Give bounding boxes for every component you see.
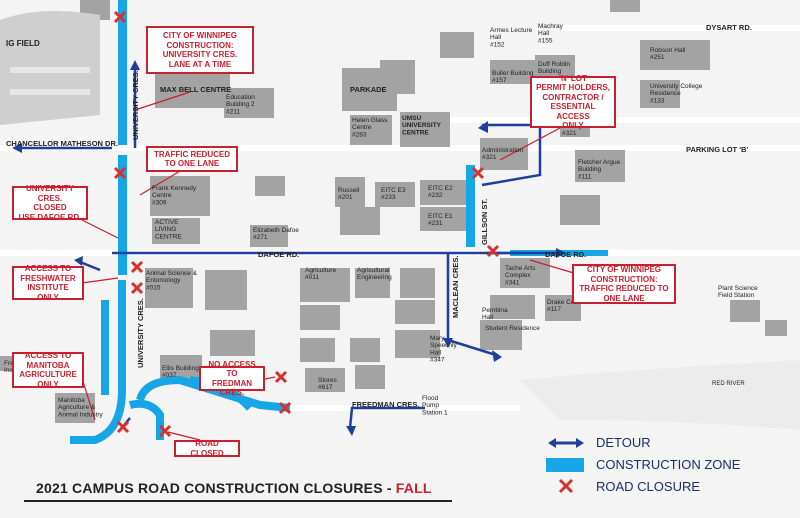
label-parking-lot-b: PARKING LOT 'B' xyxy=(686,145,748,154)
construction-curves xyxy=(70,280,291,444)
legend-construction: CONSTRUCTION ZONE xyxy=(546,457,740,472)
page-title: 2021 CAMPUS ROAD CONSTRUCTION CLOSURES -… xyxy=(36,480,432,496)
road-label-dafoe-east: DAFOE RD. xyxy=(545,250,586,259)
road-label-dysart: DYSART RD. xyxy=(706,23,752,32)
label-stores: Stores#617 xyxy=(318,377,338,391)
label-eitc-e3: EITC E3#233 xyxy=(381,187,406,201)
label-ellis: Ellis Building#037 xyxy=(162,365,199,379)
label-eitc-e1: EITC E1#231 xyxy=(428,213,453,227)
ig-field-area xyxy=(0,11,100,125)
detour-arrowheads xyxy=(12,60,566,436)
detour-routes xyxy=(20,70,560,431)
road-label-gillson: GILLSON ST. xyxy=(480,199,489,245)
callout-no-fredman-access: NO ACCESS TO FREDMAN CRES. xyxy=(199,360,265,397)
label-max-bell: MAX BELL CENTRE xyxy=(160,85,231,94)
label-parkade: PARKADE xyxy=(350,85,387,94)
label-russell: Russell#201 xyxy=(338,187,360,201)
callout-manitoba-ag-access: ACCESS TO MANITOBA AGRICULTURE ONLY xyxy=(12,351,84,389)
label-drake: Drake Centre#117 xyxy=(547,299,586,313)
callout-n-lot: 'N' LOT PERMIT HOLDERS, CONTRACTOR / ESS… xyxy=(530,74,616,130)
callout-dafoe-city-construction: CITY OF WINNIPEG CONSTRUCTION: TRAFFIC R… xyxy=(572,264,676,304)
legend-closure-label: ROAD CLOSURE xyxy=(596,478,701,494)
callout-university-lane: CITY OF WINNIPEG CONSTRUCTION: UNIVERSIT… xyxy=(146,26,254,74)
detour-arrow-icon xyxy=(548,437,584,448)
road-label-university-south: UNIVERSITY CRES. xyxy=(136,298,145,368)
closure-x xyxy=(471,166,485,180)
label-student-residence: Student Residence xyxy=(485,325,540,332)
closure-x xyxy=(278,401,292,415)
label-robson: Robson Hall#251 xyxy=(650,47,686,61)
label-eitc-e2: EITC E2#232 xyxy=(428,185,453,199)
title-underline xyxy=(24,500,452,502)
legend-construction-label: CONSTRUCTION ZONE xyxy=(596,457,741,472)
legend-detour: DETOUR xyxy=(546,435,651,450)
place-labels: IG FIELD MAX BELL CENTRE PARKADE PARKING… xyxy=(4,23,758,418)
closure-x xyxy=(113,166,127,180)
closure-x xyxy=(274,370,288,384)
closure-x xyxy=(130,281,144,295)
road-closures xyxy=(113,10,500,438)
road-label-chancellor: CHANCELLOR MATHESON DR. xyxy=(6,139,118,148)
closure-x xyxy=(130,260,144,274)
closure-x-icon xyxy=(558,478,574,494)
closure-x xyxy=(113,10,127,24)
label-buller: Buller Building#157 xyxy=(492,70,534,84)
callout-university-closed: UNIVERSITY CRES. CLOSED USE DAFOE RD. xyxy=(12,184,88,222)
road-label-maclean: MACLEAN CRES. xyxy=(451,255,460,318)
callout-traffic-one-lane: TRAFFIC REDUCED TO ONE LANE xyxy=(146,146,238,172)
road-label-dafoe-west: DAFOE RD. xyxy=(258,250,299,259)
closure-x xyxy=(116,420,130,434)
legend-closure: ROAD CLOSURE xyxy=(546,478,700,494)
construction-zone-swatch xyxy=(546,457,584,472)
label-dafoe-library: Elizabeth Dafoe#271 xyxy=(253,227,299,241)
closure-x xyxy=(158,424,172,438)
road-label-university-north: UNIVERSITY CRES. xyxy=(131,70,140,140)
callout-freshwater-access: ACCESS TO FRESHWATER INSTITUTE ONLY xyxy=(12,264,84,302)
river-label: RED RIVER xyxy=(712,381,745,387)
label-animal-science: Animal Science &Entomology#015 xyxy=(146,270,198,291)
label-administration: Administration#321 xyxy=(482,147,524,161)
callout-road-closed: ROAD CLOSED xyxy=(174,439,240,458)
legend-detour-label: DETOUR xyxy=(596,435,651,450)
label-ig-field: IG FIELD xyxy=(6,39,40,48)
road-labels: DYSART RD. CHANCELLOR MATHESON DR. DAFOE… xyxy=(6,23,752,409)
road-label-freedman: FREEDMAN CRES. xyxy=(352,400,420,409)
label-agriculture: Agriculture#011 xyxy=(305,267,336,281)
closure-x xyxy=(486,244,500,258)
